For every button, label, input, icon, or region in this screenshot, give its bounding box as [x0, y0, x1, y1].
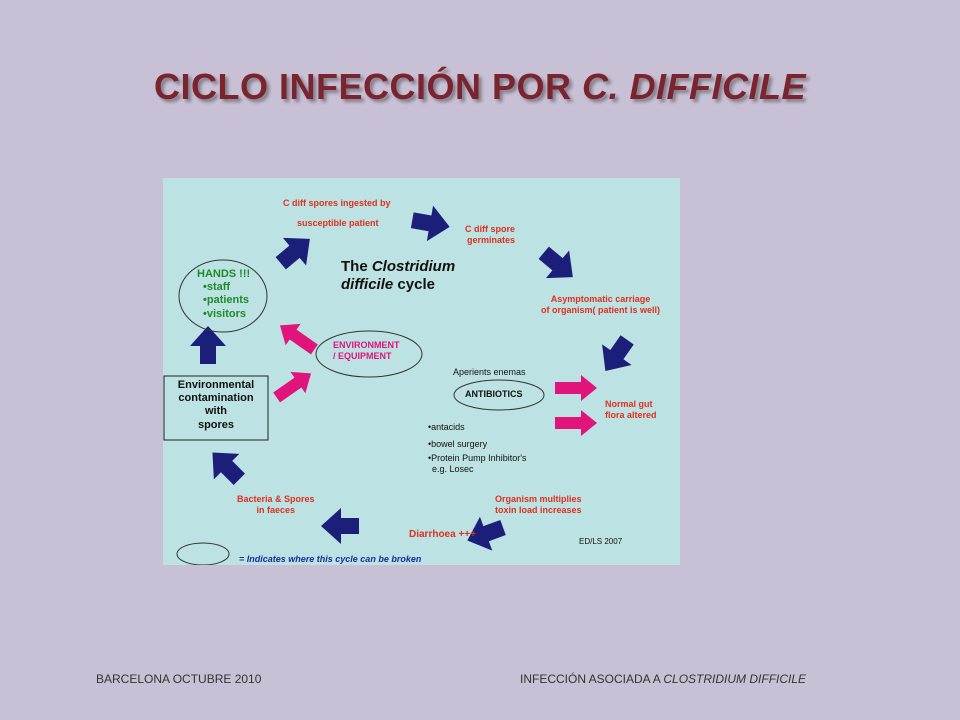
label-asymptomatic: Asymptomatic carriage of organism( patie…	[541, 294, 661, 315]
footer-left: BARCELONA OCTUBRE 2010	[96, 672, 262, 686]
environment-ellipse	[315, 330, 423, 378]
arrow-to-ingestion	[269, 225, 322, 278]
label-germinates: C diff spore germinates	[465, 224, 516, 245]
diagram-graphics	[163, 202, 642, 565]
label-aperients: Aperients enemas	[453, 367, 526, 377]
title-main: CICLO INFECCIÓN POR	[153, 66, 582, 107]
contamination-box	[163, 375, 269, 441]
label-faeces: Bacteria & Spores in faeces	[237, 494, 315, 515]
label-ingested-1: C diff spores ingested by	[283, 198, 391, 208]
antibiotics-ellipse	[453, 379, 545, 411]
label-multiplies: Organism multiplies toxin load increases	[495, 494, 582, 515]
legend-ellipse	[176, 542, 230, 565]
label-antibiotics: ANTIBIOTICS	[465, 389, 523, 399]
label-risk-factors: •antacids •bowel surgery •Protein Pump I…	[428, 422, 527, 474]
arrow-to-flora	[590, 329, 642, 382]
arrow-antibiotics-2	[555, 410, 597, 436]
arrow-to-carriage	[532, 238, 585, 291]
arrow-contam-to-env	[269, 362, 319, 409]
footer-right: INFECCIÓN ASOCIADA A CLOSTRIDIUM DIFFICI…	[520, 672, 807, 686]
label-legend: = Indicates where this cycle can be brok…	[239, 554, 422, 564]
cycle-diagram: The Clostridium difficile cycle C diff s…	[163, 178, 680, 565]
arrow-env-to-hands	[272, 314, 322, 361]
slide-title: CICLO INFECCIÓN POR C. DIFFICILE	[0, 66, 960, 108]
arrow-to-contamination	[199, 439, 253, 493]
label-diarrhoea: Diarrhoea +++	[409, 529, 476, 540]
hands-ellipse	[178, 259, 268, 333]
label-ingested-2: susceptible patient	[297, 218, 379, 228]
arrow-to-germinate	[409, 202, 453, 245]
diagram-title: The Clostridium difficile cycle	[341, 258, 456, 293]
label-flora: Normal gut flora altered	[605, 399, 657, 420]
label-env-equipment: ENVIRONMENT / EQUIPMENT	[333, 340, 400, 361]
label-hands: HANDS !!! •staff •patients •visitors	[197, 268, 251, 320]
label-credit: ED/LS 2007	[579, 537, 623, 546]
arrow-to-faeces	[321, 508, 359, 544]
label-env-contamination: Environmental contamination with spores	[177, 379, 255, 431]
arrow-antibiotics-1	[555, 375, 597, 401]
title-italic: C. DIFFICILE	[582, 66, 806, 107]
